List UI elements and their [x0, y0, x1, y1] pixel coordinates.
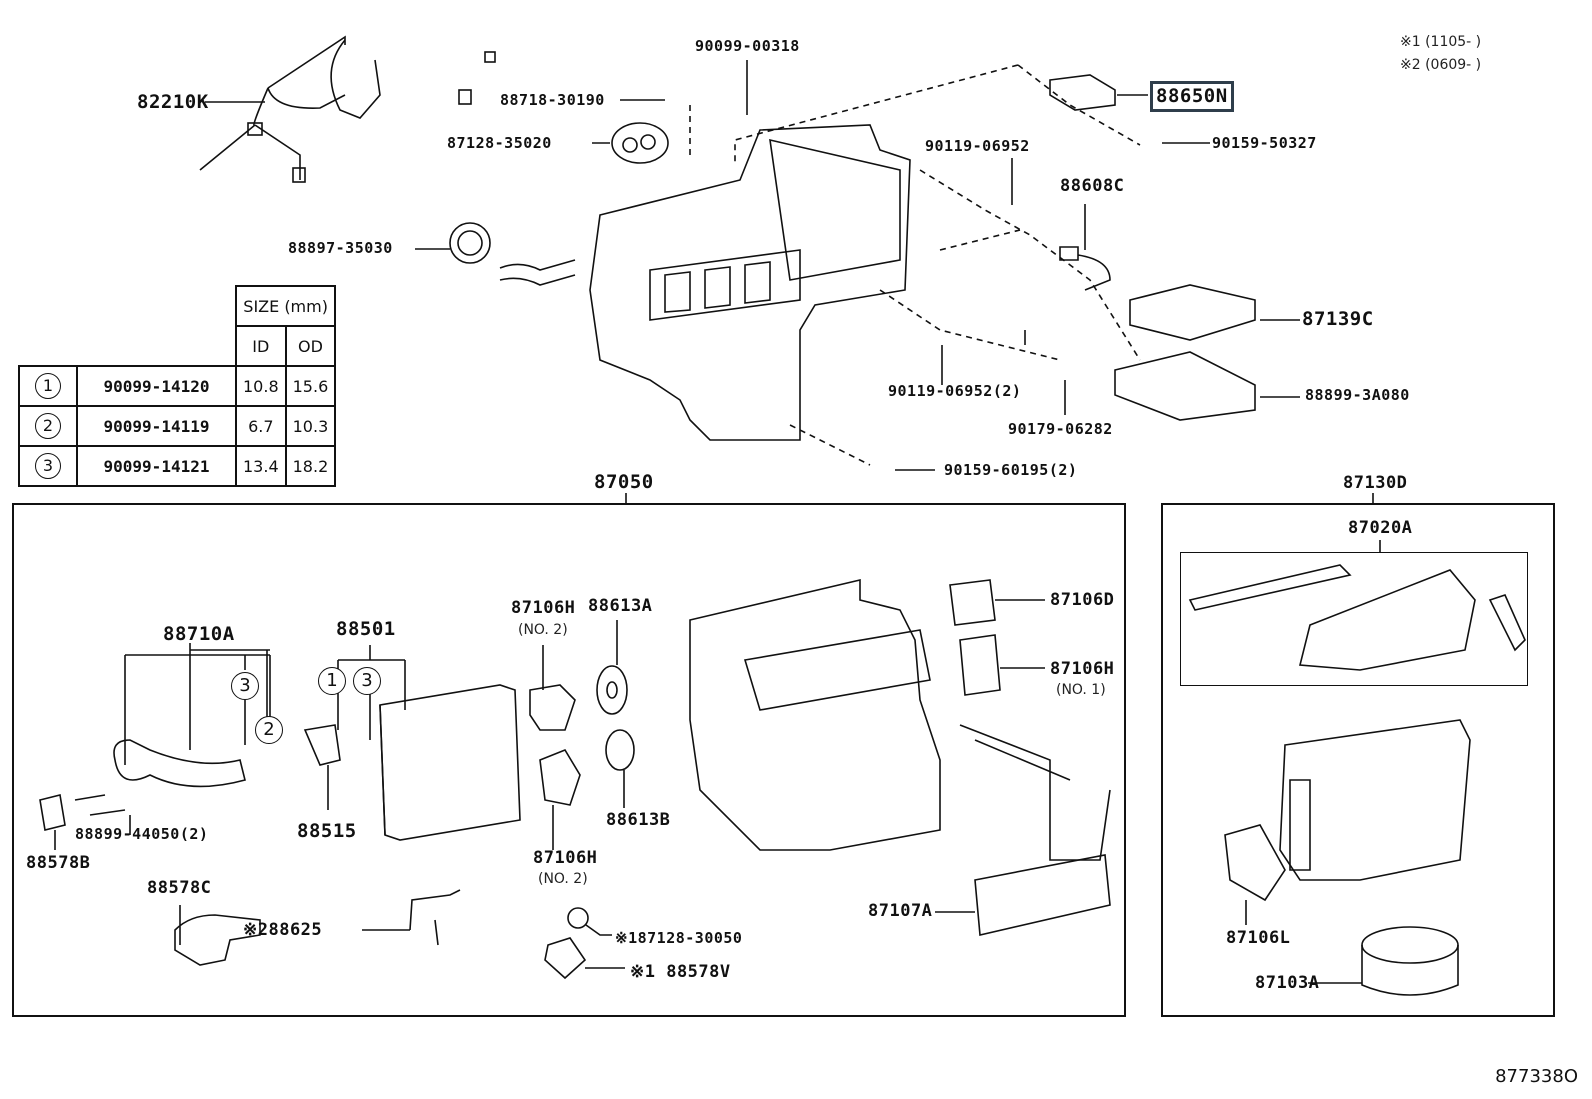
part-label-82210K[interactable]: 82210K	[137, 91, 209, 113]
callout-1: 1	[318, 667, 346, 695]
ref-circle: 1	[35, 373, 61, 399]
part-label-88578V[interactable]: ※1 88578V	[630, 962, 731, 982]
callout-2: 2	[255, 716, 283, 744]
hvac-unit-drawing	[449, 74, 1256, 441]
part-label-90179-06282[interactable]: 90179-06282	[1008, 420, 1113, 438]
outer-diameter: 10.3	[284, 405, 337, 447]
assembly-87050-drawing	[39, 493, 1111, 980]
part-label-87106L[interactable]: 87106L	[1226, 928, 1291, 948]
part-label-90159-50327[interactable]: 90159-50327	[1212, 134, 1317, 152]
part-label-90099-00318[interactable]: 90099-00318	[695, 37, 800, 55]
part-label-88710A[interactable]: 88710A	[163, 623, 235, 645]
part-label-88613A[interactable]: 88613A	[588, 596, 653, 616]
part-number[interactable]: 90099-14120	[76, 365, 237, 407]
inner-diameter: 13.4	[235, 445, 287, 487]
size-header: SIZE (mm)	[234, 285, 337, 327]
hose-size-table: SIZE (mm) ID OD 1 90099-14120 10.8 15.6 …	[18, 285, 337, 487]
part-label-88718-30190[interactable]: 88718-30190	[500, 91, 605, 109]
part-label-88650N-highlighted[interactable]: 88650N	[1150, 81, 1234, 112]
part-label-88578C[interactable]: 88578C	[147, 878, 212, 898]
note-1: ※1 (1105- )	[1400, 34, 1482, 50]
outer-diameter: 15.6	[284, 365, 337, 407]
part-label-87128-30050[interactable]: ※187128-30050	[615, 929, 743, 947]
callout-3: 3	[353, 667, 381, 695]
wire-harness-drawing	[199, 35, 496, 183]
ref-circle: 3	[35, 453, 61, 479]
part-label-88897-35030[interactable]: 88897-35030	[288, 239, 393, 257]
table-row: 1 90099-14120 10.8 15.6	[18, 365, 337, 407]
assembly-87050-frame	[12, 503, 1126, 1017]
assembly-87020A-frame	[1180, 552, 1528, 686]
note-2: ※2 (0609- )	[1400, 57, 1482, 73]
part-label-87107A[interactable]: 87107A	[868, 901, 933, 921]
part-label-87139C[interactable]: 87139C	[1302, 308, 1374, 330]
figure-id: 877338O	[1495, 1066, 1578, 1087]
inner-diameter: 10.8	[235, 365, 287, 407]
part-label-87106D[interactable]: 87106D	[1050, 590, 1115, 610]
part-label-90159-60195-qty2[interactable]: 90159-60195(2)	[944, 461, 1078, 479]
part-number[interactable]: 90099-14121	[76, 445, 237, 487]
outer-diameter: 18.2	[284, 445, 337, 487]
part-label-87020A[interactable]: 87020A	[1348, 518, 1413, 538]
part-label-90119-06952-qty2[interactable]: 90119-06952(2)	[888, 382, 1022, 400]
part-label-87106H-no2-lower[interactable]: 87106H	[533, 848, 598, 868]
col-id-header: ID	[235, 325, 287, 367]
callout-3: 3	[231, 672, 259, 700]
part-label-88625[interactable]: ※288625	[243, 920, 323, 940]
part-label-88578B[interactable]: 88578B	[26, 853, 91, 873]
part-label-87103A[interactable]: 87103A	[1255, 973, 1320, 993]
part-label-88501[interactable]: 88501	[336, 618, 396, 640]
part-label-88899-3A080[interactable]: 88899-3A080	[1305, 386, 1410, 404]
part-sublabel-no2: (NO. 2)	[518, 622, 568, 638]
inner-diameter: 6.7	[235, 405, 287, 447]
part-number[interactable]: 90099-14119	[76, 405, 237, 447]
part-label-88613B[interactable]: 88613B	[606, 810, 671, 830]
part-label-87106H-no1[interactable]: 87106H	[1050, 659, 1115, 679]
assembly-label-87130D[interactable]: 87130D	[1343, 473, 1408, 493]
part-label-88515[interactable]: 88515	[297, 820, 357, 842]
part-label-88608C[interactable]: 88608C	[1060, 176, 1125, 196]
part-sublabel-no1: (NO. 1)	[1056, 682, 1106, 698]
assembly-87130D-drawing	[1188, 493, 1526, 996]
part-label-90119-06952[interactable]: 90119-06952	[925, 137, 1030, 155]
part-label-87128-35020[interactable]: 87128-35020	[447, 134, 552, 152]
assembly-87130D-frame	[1161, 503, 1555, 1017]
assembly-label-87050[interactable]: 87050	[594, 471, 654, 493]
part-sublabel-no2: (NO. 2)	[538, 871, 588, 887]
col-od-header: OD	[284, 325, 337, 367]
part-label-88899-44050-qty2[interactable]: 88899-44050(2)	[75, 825, 209, 843]
table-row: 2 90099-14119 6.7 10.3	[18, 405, 337, 447]
table-row: 3 90099-14121 13.4 18.2	[18, 445, 337, 487]
part-label-87106H-no2-upper[interactable]: 87106H	[511, 598, 576, 618]
ref-circle: 2	[35, 413, 61, 439]
assembly-lines	[689, 64, 1141, 466]
